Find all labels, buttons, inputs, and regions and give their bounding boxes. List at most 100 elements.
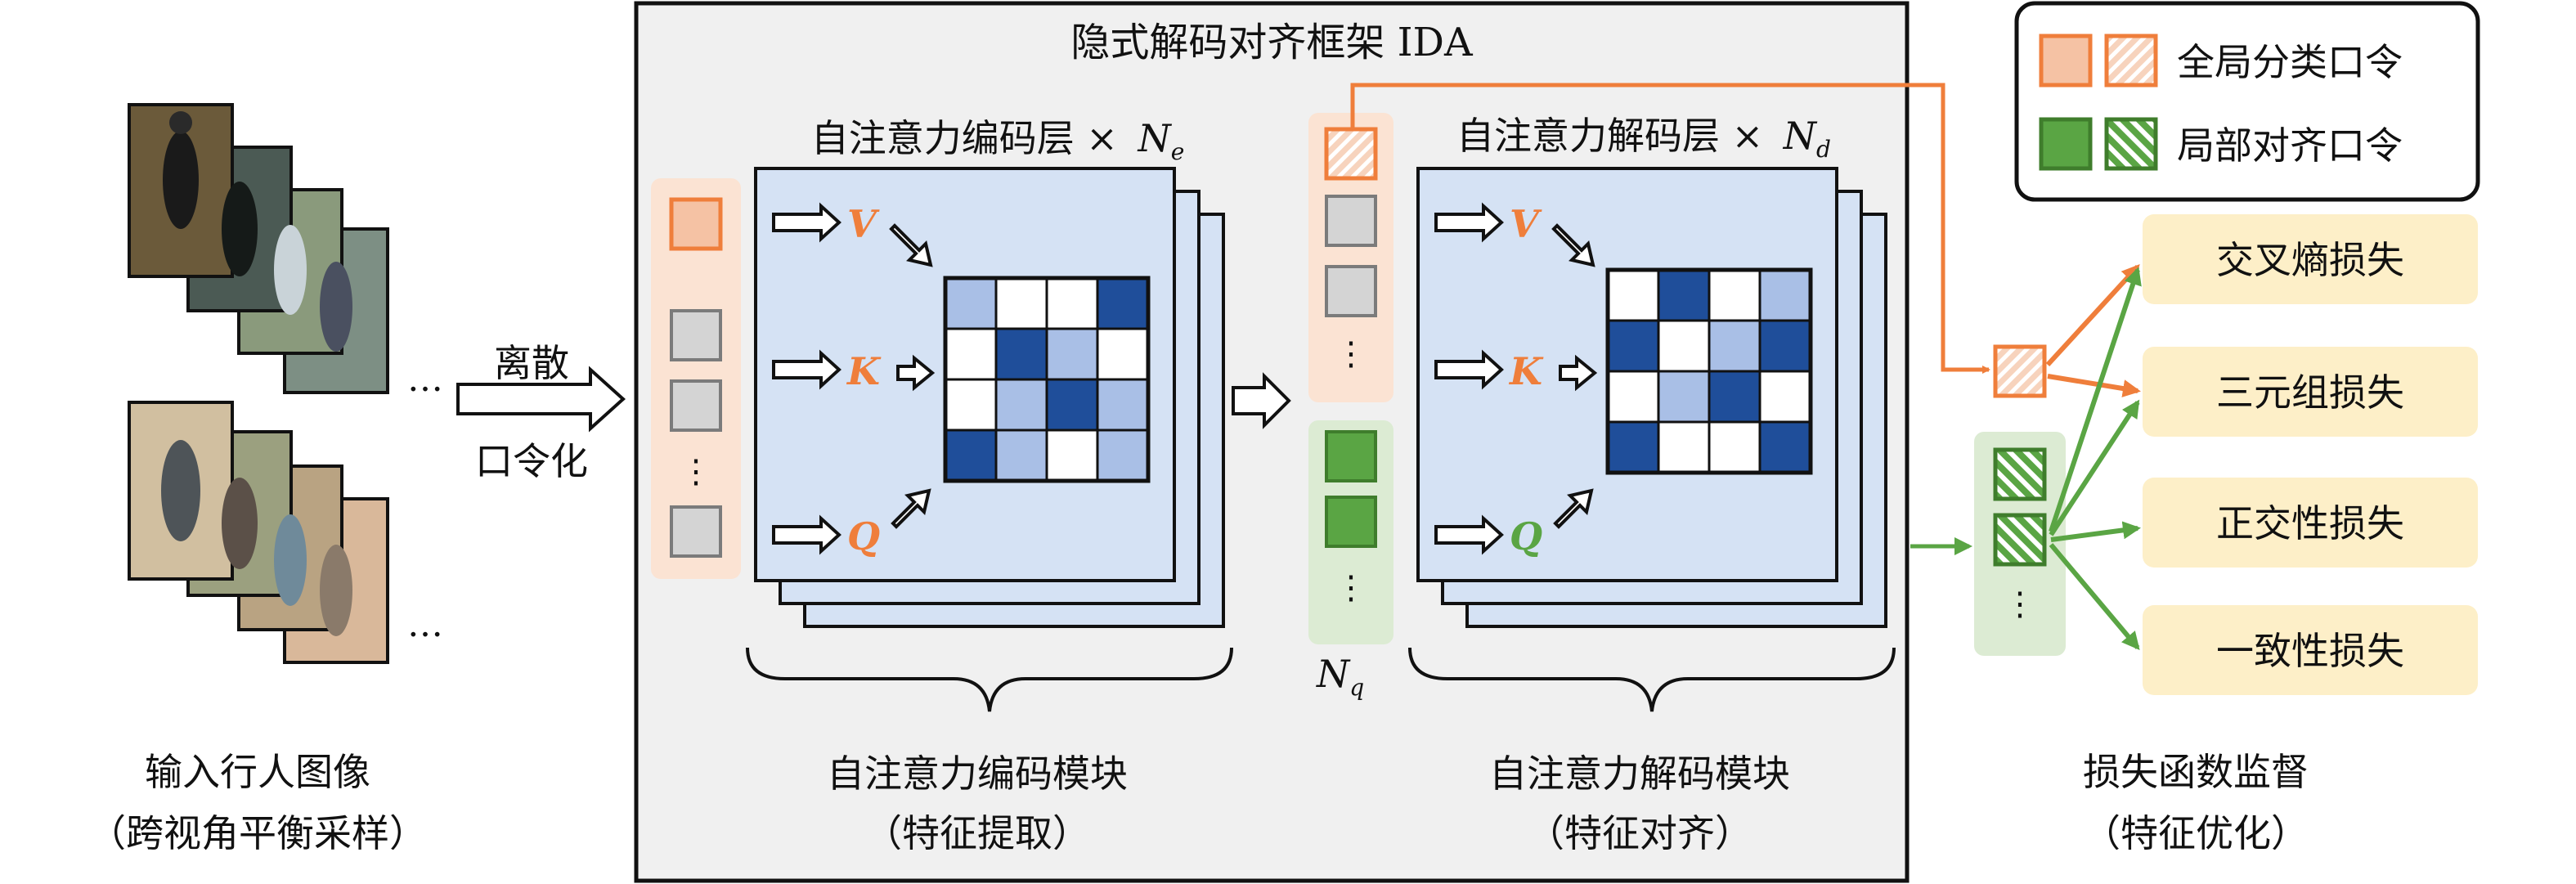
attention-cell bbox=[1096, 327, 1150, 381]
encoder-q-arrow bbox=[772, 514, 841, 555]
attention-cell bbox=[994, 378, 1048, 432]
attention-cell bbox=[1045, 429, 1099, 482]
encoder-attention-matrix bbox=[943, 276, 1151, 483]
local-to-triplet-arrow bbox=[2049, 399, 2140, 536]
loss-box-triplet bbox=[2143, 347, 2478, 437]
legend-local-solid-swatch bbox=[2039, 117, 2093, 171]
attention-cell bbox=[944, 276, 998, 330]
person-silhouette bbox=[274, 514, 307, 606]
patch-token bbox=[670, 379, 722, 432]
person-silhouette bbox=[320, 262, 352, 352]
attention-cell bbox=[994, 429, 1048, 482]
decoder-k-label: K bbox=[1508, 349, 1544, 393]
patch-token bbox=[670, 505, 722, 558]
legend-global-label: 全局分类口令 bbox=[2177, 40, 2403, 84]
encoder-to-decoder-arrow bbox=[1232, 372, 1291, 429]
loss-box-cross-entropy bbox=[2143, 214, 2478, 304]
input-images-group-top bbox=[128, 103, 389, 394]
attention-cell bbox=[1758, 370, 1812, 424]
attention-cell bbox=[1096, 276, 1150, 330]
loss-label-orthogonality: 正交性损失 bbox=[2216, 501, 2404, 545]
encoder-layer-label: 自注意力编码层 × Ne bbox=[811, 116, 1185, 165]
query-token bbox=[1325, 195, 1377, 247]
input-images-group-bottom bbox=[128, 401, 389, 664]
legend-global-solid-swatch bbox=[2039, 34, 2093, 88]
query-token-dots: ⋮ bbox=[1335, 335, 1367, 373]
output-local-token bbox=[1993, 513, 2047, 567]
attention-cell bbox=[1045, 378, 1099, 432]
person-silhouette bbox=[222, 478, 258, 569]
local-token-dots: ⋮ bbox=[1335, 569, 1367, 607]
ellipsis-bottom: … bbox=[407, 604, 443, 645]
supervision-sublabel: （特征优化） bbox=[2083, 811, 2309, 855]
decoder-brace bbox=[1408, 647, 1896, 712]
local-query-token bbox=[1325, 496, 1377, 548]
attention-cell bbox=[1758, 268, 1812, 322]
encoder-brace bbox=[746, 647, 1233, 712]
output-token-dots: ⋮ bbox=[2004, 586, 2036, 623]
attention-cell bbox=[1758, 420, 1812, 474]
attention-matrix-frame bbox=[943, 276, 1151, 483]
decoder-q-label: Q bbox=[1510, 514, 1542, 559]
output-local-token bbox=[1993, 447, 2047, 501]
attention-cell bbox=[1606, 370, 1660, 424]
global-class-token bbox=[669, 197, 723, 251]
attention-cell bbox=[1708, 370, 1761, 424]
decoder-layer-label: 自注意力解码层 × Nd bbox=[1456, 114, 1831, 163]
person-silhouette bbox=[161, 440, 200, 541]
supervision-label: 损失函数监督 bbox=[2083, 750, 2309, 794]
local-to-orth-arrow bbox=[2050, 521, 2141, 542]
legend-global-hatched-swatch bbox=[2104, 34, 2158, 88]
encoder-module-label: 自注意力编码模块 bbox=[827, 752, 1128, 796]
attention-cell bbox=[944, 327, 998, 381]
attention-cell bbox=[1045, 327, 1099, 381]
tokenize-label-line1: 离散 bbox=[494, 341, 569, 385]
person-silhouette bbox=[222, 182, 258, 276]
encoder-k-to-matrix-arrow bbox=[896, 354, 936, 392]
global-token-route bbox=[1350, 83, 1990, 374]
attention-cell bbox=[1657, 268, 1711, 322]
global-query-token bbox=[1324, 127, 1378, 181]
encoder-v-to-matrix-arrow bbox=[889, 223, 933, 267]
encoder-k-label: K bbox=[846, 349, 882, 393]
decoder-k-to-matrix-arrow bbox=[1559, 354, 1598, 392]
patch-token bbox=[670, 309, 722, 361]
decoder-v-label: V bbox=[1510, 202, 1542, 246]
local-query-token bbox=[1325, 430, 1377, 482]
global-to-triplet-arrow bbox=[2047, 374, 2141, 397]
decoder-v-to-matrix-arrow bbox=[1551, 223, 1595, 267]
loss-label-triplet: 三元组损失 bbox=[2216, 370, 2404, 415]
attention-cell bbox=[944, 378, 998, 432]
attention-cell bbox=[1096, 378, 1150, 432]
encoder-v-arrow bbox=[772, 202, 841, 243]
input-sublabel: （跨视角平衡采样） bbox=[88, 811, 427, 855]
loss-label-cross-entropy: 交叉熵损失 bbox=[2216, 238, 2404, 282]
decoder-global-token-column bbox=[1308, 113, 1393, 402]
encoder-v-label: V bbox=[847, 202, 880, 246]
person-head bbox=[169, 111, 192, 134]
token-dots: ⋮ bbox=[680, 453, 712, 491]
attention-cell bbox=[1657, 370, 1711, 424]
local-to-ce-arrow bbox=[2049, 267, 2142, 532]
tokenize-arrow bbox=[456, 366, 626, 433]
attention-cell bbox=[1758, 319, 1812, 373]
attention-matrix-frame bbox=[1605, 267, 1813, 475]
legend-local-label: 局部对齐口令 bbox=[2177, 123, 2403, 168]
person-silhouette bbox=[163, 131, 199, 229]
output-global-token bbox=[1993, 344, 2047, 398]
decoder-q-arrow bbox=[1434, 514, 1504, 555]
attention-cell bbox=[1606, 319, 1660, 373]
attention-cell bbox=[1708, 319, 1761, 373]
encoder-q-label: Q bbox=[847, 514, 880, 559]
person-silhouette bbox=[320, 545, 352, 636]
attention-cell bbox=[944, 429, 998, 482]
decoder-q-to-matrix-arrow bbox=[1553, 488, 1594, 529]
attention-cell bbox=[1096, 429, 1150, 482]
encoder-q-to-matrix-arrow bbox=[891, 488, 931, 529]
encoder-token-column bbox=[651, 178, 741, 579]
attention-cell bbox=[994, 327, 1048, 381]
decoder-attention-matrix bbox=[1605, 267, 1813, 475]
ellipsis-top: … bbox=[407, 358, 443, 400]
loss-box-consistency bbox=[2143, 605, 2478, 695]
query-token bbox=[1325, 265, 1377, 317]
